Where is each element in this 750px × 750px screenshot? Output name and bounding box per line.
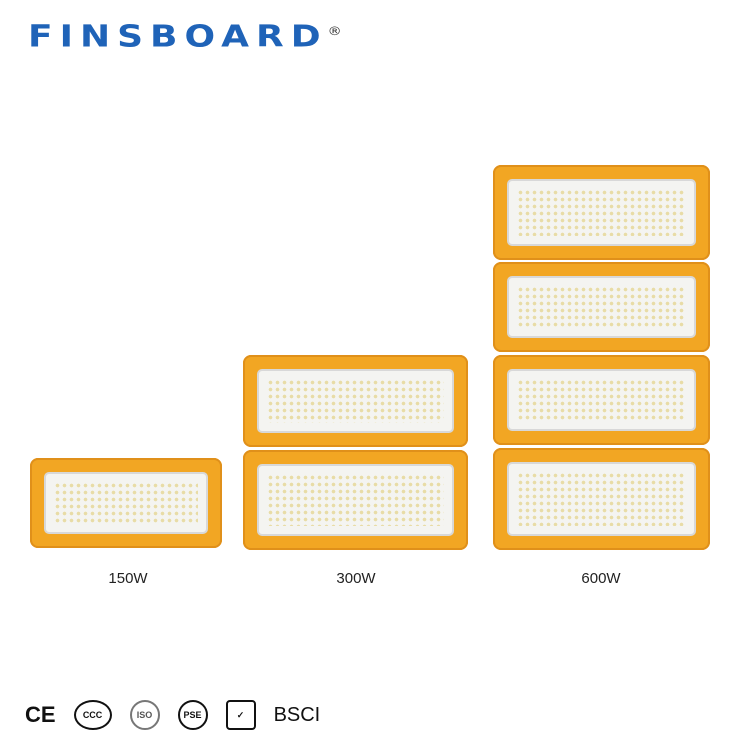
registered-mark: ® [327,25,342,39]
ccc-mark-icon: CCC [73,700,112,730]
product-label-600w: 600W [581,570,621,587]
light-module-300w-bottom [243,450,468,550]
bsci-mark-icon: BSCI [273,703,321,726]
rcm-mark-icon: ✓ [225,700,256,730]
pse-mark-icon: PSE [177,700,208,730]
light-module-600w-2 [493,262,710,352]
light-module-600w-1 [493,165,710,260]
brand-name: FINSBOARD [28,19,328,54]
ce-mark-icon: CE [25,702,56,727]
light-module-300w-top [243,355,468,447]
light-module-600w-3 [493,355,710,445]
brand-logo: FINSBOARD® [28,19,342,54]
light-module-150w [30,458,222,548]
product-label-150w: 150W [108,570,148,587]
light-module-600w-4 [493,448,710,550]
certification-logos: CE CCC ISO PSE ✓ BSCI [25,700,320,730]
iso9001-mark-icon: ISO [129,700,160,730]
product-label-300w: 300W [336,570,376,587]
